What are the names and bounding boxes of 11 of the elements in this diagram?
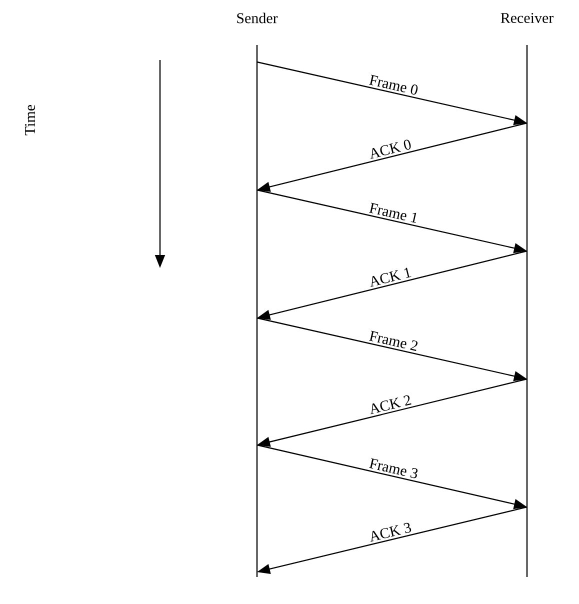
edge-label: ACK 0	[370, 140, 411, 159]
edge-label: Frame 1	[368, 202, 416, 223]
edge-label: Frame 3	[369, 458, 418, 478]
edge-label: Frame 2	[368, 330, 418, 351]
edge-label: ACK 2	[370, 395, 412, 414]
axis-label: Time	[24, 104, 36, 136]
lifeline: Sender	[237, 12, 278, 577]
lifeline: Receiver	[500, 12, 554, 577]
edge-label: Frame 0	[368, 74, 418, 95]
edge-label: ACK 3	[370, 522, 412, 542]
edge-label: ACK 1	[370, 268, 412, 287]
